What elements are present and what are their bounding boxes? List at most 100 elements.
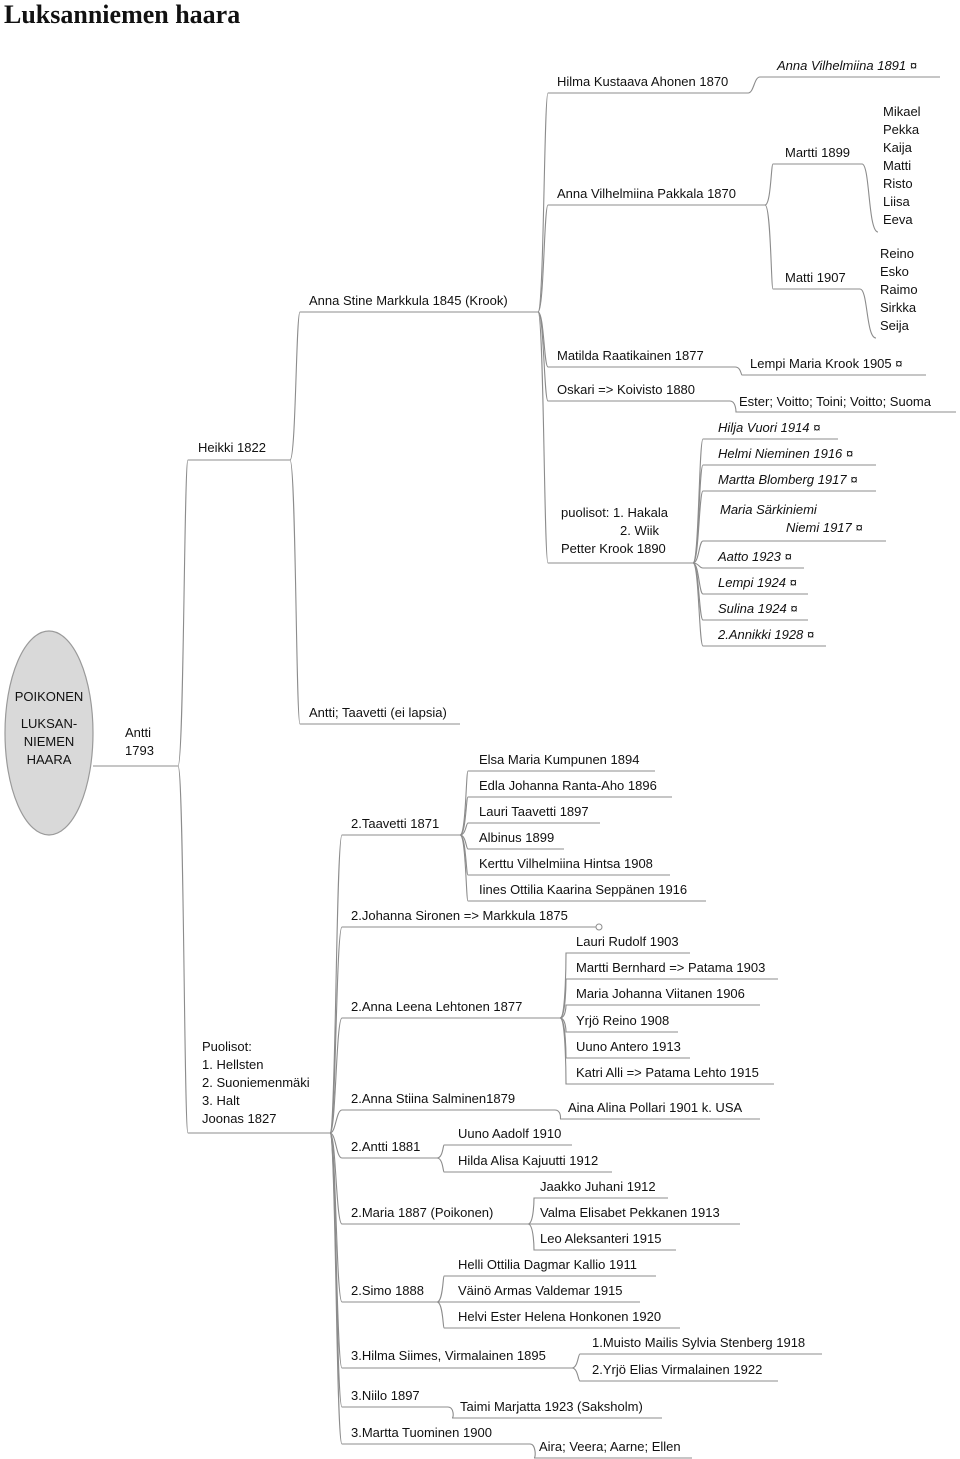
link-taimi: [447, 1406, 662, 1419]
node-anna-stiina[interactable]: 2.Anna Stiina Salminen1879: [351, 1091, 516, 1106]
node-uuno-antero[interactable]: Uuno Antero 1913: [576, 1039, 681, 1054]
node-antti-taavetti[interactable]: Antti; Taavetti (ei lapsia): [309, 705, 447, 720]
root-ellipse: [4, 630, 94, 836]
node-oskari-children[interactable]: Ester; Voitto; Toini; Voitto; Suoma: [739, 394, 931, 409]
node-jaakko-juhani[interactable]: Jaakko Juhani 1912: [540, 1179, 656, 1194]
node-hilma-siimes[interactable]: 3.Hilma Siimes, Virmalainen 1895: [351, 1348, 546, 1363]
node-lempi-maria[interactable]: Lempi Maria Krook 1905 ¤: [750, 356, 903, 371]
node-petter-krook[interactable]: puolisot: 1. Hakala 2. Wiik Petter Krook…: [561, 504, 668, 558]
node-line: Antti: [125, 725, 152, 740]
node-line: 3. Halt: [202, 1093, 240, 1108]
node-aina-alina[interactable]: Aina Alina Pollari 1901 k. USA: [568, 1100, 743, 1115]
link-anna-leena-child: [559, 978, 778, 1019]
node-helmi-nieminen[interactable]: Helmi Nieminen 1916 ¤: [718, 446, 854, 461]
node-albinus[interactable]: Albinus 1899: [479, 830, 555, 845]
link-anna-stine: [289, 311, 538, 461]
node-katri-alli[interactable]: Katri Alli => Patama Lehto 1915: [576, 1065, 759, 1080]
node-lauri-taavetti[interactable]: Lauri Taavetti 1897: [479, 804, 589, 819]
link-taavetti-child: [459, 796, 672, 836]
node-aatto[interactable]: Aatto 1923 ¤: [718, 549, 792, 564]
root-line: LUKSAN-: [20, 716, 78, 731]
link-maria1887-child: [527, 1223, 676, 1251]
node-niilo-1897[interactable]: 3.Niilo 1897: [351, 1388, 420, 1403]
link-taavetti-child: [459, 822, 600, 836]
node-sulina[interactable]: Sulina 1924 ¤: [718, 601, 798, 616]
root-label: POIKONEN LUKSAN- NIEMEN HAARA: [8, 688, 90, 769]
node-uuno-aadolf[interactable]: Uuno Aadolf 1910: [458, 1126, 562, 1141]
link-petter: [537, 311, 693, 564]
node-martti-1899[interactable]: Martti 1899: [785, 145, 851, 160]
link-joonas-child: [329, 1132, 530, 1445]
node-lauri-rudolf[interactable]: Lauri Rudolf 1903: [576, 934, 679, 949]
node-lempi-1924[interactable]: Lempi 1924 ¤: [718, 575, 797, 590]
node-heikki[interactable]: Heikki 1822: [198, 440, 266, 455]
link-joonas: [177, 765, 330, 1134]
child-name: Reino: [880, 246, 914, 261]
link-hilma-siimes-child: [571, 1367, 778, 1382]
node-joonas[interactable]: Puolisot: 1. Hellsten 2. Suoniemenmäki 3…: [202, 1038, 310, 1128]
node-maria-1887[interactable]: 2.Maria 1887 (Poikonen): [351, 1205, 494, 1220]
link-joonas-child: [329, 1132, 437, 1159]
node-helvi-ester[interactable]: Helvi Ester Helena Honkonen 1920: [458, 1309, 662, 1324]
node-muisto-mailis[interactable]: 1.Muisto Mailis Sylvia Stenberg 1918: [592, 1335, 806, 1350]
node-yrjo-elias[interactable]: 2.Yrjö Elias Virmalainen 1922: [592, 1362, 763, 1377]
link-oskari: [537, 311, 730, 402]
node-martti-bernhard[interactable]: Martti Bernhard => Patama 1903: [576, 960, 766, 975]
node-martta-tuominen[interactable]: 3.Martta Tuominen 1900: [351, 1425, 492, 1440]
node-antti-1881[interactable]: 2.Antti 1881: [351, 1139, 421, 1154]
node-anna-stine[interactable]: Anna Stine Markkula 1845 (Krook): [309, 293, 508, 308]
collapsed-node-marker: [595, 923, 603, 931]
link-petter-child: [692, 490, 876, 564]
node-martta-children[interactable]: Aira; Veera; Aarne; Ellen: [539, 1439, 681, 1454]
node-yrjo-reino[interactable]: Yrjö Reino 1908: [576, 1013, 670, 1028]
node-martta-blomberg[interactable]: Martta Blomberg 1917 ¤: [718, 472, 858, 487]
child-name: Pekka: [883, 122, 920, 137]
link-antti1881-child: [436, 1157, 612, 1173]
node-taavetti-1871[interactable]: 2.Taavetti 1871: [351, 816, 440, 831]
node-line: 2. Suoniemenmäki: [202, 1075, 310, 1090]
node-maria-johanna[interactable]: Maria Johanna Viitanen 1906: [576, 986, 745, 1001]
node-edla-johanna[interactable]: Edla Johanna Ranta-Aho 1896: [479, 778, 657, 793]
node-vaino-armas[interactable]: Väinö Armas Valdemar 1915: [458, 1283, 623, 1298]
node-johanna[interactable]: 2.Johanna Sironen => Markkula 1875: [351, 908, 568, 923]
node-taimi-marjatta[interactable]: Taimi Marjatta 1923 (Saksholm): [460, 1399, 643, 1414]
node-iines[interactable]: Iines Ottilia Kaarina Seppänen 1916: [479, 882, 688, 897]
node-anna-leena[interactable]: 2.Anna Leena Lehtonen 1877: [351, 999, 523, 1014]
link-heikki: [177, 459, 290, 767]
node-annikki[interactable]: 2.Annikki 1928 ¤: [718, 627, 815, 642]
node-elsa-maria[interactable]: Elsa Maria Kumpunen 1894: [479, 752, 640, 767]
node-line: Maria Särkiniemi: [720, 502, 817, 517]
node-antti[interactable]: Antti 1793: [125, 724, 154, 760]
root-line: NIEMEN: [23, 734, 75, 749]
link-pakkala: [537, 204, 765, 313]
node-helli-ottilia[interactable]: Helli Ottilia Dagmar Kallio 1911: [458, 1257, 637, 1272]
node-line: 1793: [125, 743, 154, 758]
node-matti-1907[interactable]: Matti 1907: [785, 270, 846, 285]
node-leo-aleksanteri[interactable]: Leo Aleksanteri 1915: [540, 1231, 662, 1246]
node-maria-sarkiniemi[interactable]: Maria Särkiniemi Niemi 1917 ¤: [720, 501, 863, 537]
link-lempi-maria: [734, 366, 926, 376]
node-oskari[interactable]: Oskari => Koivisto 1880: [557, 382, 696, 397]
link-aina-alina: [554, 1109, 760, 1120]
link-joonas-child: [329, 1017, 560, 1134]
child-name: Sirkka: [880, 300, 917, 315]
link-martta-children: [529, 1443, 692, 1459]
link-antti1881-child: [436, 1144, 572, 1159]
node-hilma-kustaava[interactable]: Hilma Kustaava Ahonen 1870: [557, 74, 729, 89]
link-maria1887-child: [527, 1197, 668, 1225]
node-matilda[interactable]: Matilda Raatikainen 1877: [557, 348, 704, 363]
node-valma-elisabet[interactable]: Valma Elisabet Pekkanen 1913: [540, 1205, 720, 1220]
link-oskari-children: [729, 400, 956, 413]
child-name: Liisa: [883, 194, 910, 209]
child-name: Eeva: [883, 212, 913, 227]
node-simo-1888[interactable]: 2.Simo 1888: [351, 1283, 424, 1298]
node-kerttu[interactable]: Kerttu Vilhelmiina Hintsa 1908: [479, 856, 653, 871]
node-anna-vilhelmiina-1891[interactable]: Anna Vilhelmiina 1891 ¤: [777, 58, 917, 73]
node-hilda-alisa[interactable]: Hilda Alisa Kajuutti 1912: [458, 1153, 599, 1168]
node-hilja-vuori[interactable]: Hilja Vuori 1914 ¤: [718, 420, 821, 435]
root-line: HAARA: [26, 752, 72, 767]
node-anna-vilhelmiina-pakkala[interactable]: Anna Vilhelmiina Pakkala 1870: [557, 186, 736, 201]
link-taavetti-child: [459, 834, 706, 902]
